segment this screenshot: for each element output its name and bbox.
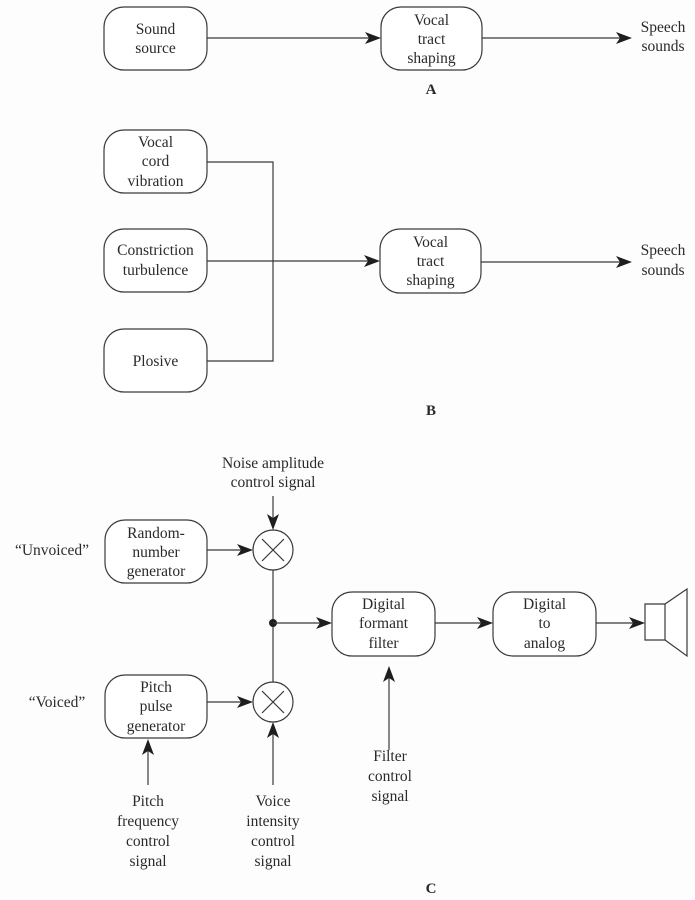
arrowhead — [267, 514, 279, 530]
sound-source-line-1: Sound — [136, 21, 176, 38]
arrowhead — [267, 722, 279, 738]
vocal-tract-a-line-3: shaping — [407, 50, 455, 67]
arrowhead — [365, 32, 381, 44]
arrowhead — [237, 696, 253, 708]
arrowhead — [316, 617, 332, 629]
pitch-pulse-line-3: generator — [127, 718, 186, 735]
dac-line-1: Digital — [523, 596, 566, 613]
filter-line-3: filter — [368, 635, 399, 652]
sound-source-box — [103, 6, 208, 71]
panel-label-c: C — [426, 881, 437, 897]
voice-control-line-2: intensity — [246, 813, 300, 830]
noise-control-line-1: Noise amplitude — [222, 455, 324, 472]
vocal-tract-a-line-2: tract — [418, 31, 446, 48]
random-line-3: generator — [127, 563, 186, 580]
vocal-cord-line-1: Vocal — [138, 134, 173, 151]
vocal-tract-b-line-3: shaping — [406, 272, 454, 289]
random-line-2: number — [132, 544, 180, 561]
digital-formant-filter-box — [331, 591, 436, 657]
multiply-icon — [252, 529, 294, 571]
filter-control-line-1: Filter — [373, 748, 407, 765]
speech-sounds-b-line-2: sounds — [641, 262, 684, 279]
constriction-line-1: Constriction — [117, 242, 194, 259]
dac-line-2: to — [538, 615, 550, 632]
vocal-tract-box-b — [379, 228, 482, 294]
sound-source-line-2: source — [135, 40, 176, 57]
voiced-label: “Voiced” — [29, 694, 86, 711]
arrowhead — [477, 617, 493, 629]
pitch-control-line-3: control — [126, 833, 170, 850]
speech-sounds-b-line-1: Speech — [641, 242, 686, 259]
pitch-control-line-1: Pitch — [132, 793, 164, 810]
vocal-tract-a-line-1: Vocal — [414, 12, 449, 29]
constriction-line-2: turbulence — [123, 262, 189, 279]
constriction-turbulence-box — [103, 228, 208, 293]
panel-c: Noise amplitude control signal “Unvoiced… — [15, 455, 688, 897]
filter-line-2: formant — [359, 615, 409, 632]
arrowhead — [142, 739, 154, 755]
unvoiced-label: “Unvoiced” — [15, 542, 89, 559]
digital-to-analog-box — [492, 591, 597, 657]
pitch-control-line-4: signal — [129, 853, 166, 870]
panel-b: Vocal cord vibration Constriction turbul… — [103, 129, 686, 419]
arrowhead — [616, 32, 632, 44]
arrowhead — [383, 666, 395, 682]
filter-control-line-3: signal — [371, 788, 408, 805]
vocal-tract-b-line-2: tract — [417, 253, 445, 270]
random-number-generator-box — [104, 519, 208, 584]
voice-control-line-3: control — [251, 833, 295, 850]
filter-line-1: Digital — [362, 596, 405, 613]
arrowhead — [616, 256, 632, 268]
plosive-line-1: Plosive — [133, 353, 179, 370]
speech-sounds-a-line-1: Speech — [641, 19, 686, 36]
vocal-cord-line-3: vibration — [128, 173, 184, 190]
multiply-icon — [252, 681, 294, 723]
pitch-control-line-2: frequency — [117, 813, 179, 830]
arrowhead — [629, 617, 645, 629]
pitch-pulse-line-2: pulse — [140, 698, 173, 715]
vocal-tract-b-line-1: Vocal — [413, 234, 448, 251]
panel-label-b: B — [426, 403, 436, 419]
speaker-icon — [644, 587, 688, 658]
pitch-pulse-generator-box — [104, 674, 208, 739]
arrowhead — [364, 255, 380, 267]
dac-line-3: analog — [524, 635, 566, 652]
pitch-pulse-line-1: Pitch — [140, 679, 172, 696]
random-line-1: Random- — [127, 525, 185, 542]
filter-control-line-2: control — [368, 768, 412, 785]
speech-sounds-a-line-2: sounds — [641, 38, 684, 55]
noise-control-line-2: control signal — [231, 474, 316, 491]
arrowhead — [237, 544, 253, 556]
vocal-cord-line-2: cord — [142, 153, 170, 170]
voice-control-line-1: Voice — [255, 793, 290, 810]
voice-control-line-4: signal — [254, 853, 291, 870]
panel-label-a: A — [426, 82, 437, 98]
panel-a: Sound source Vocal tract shaping Speech … — [103, 6, 686, 98]
